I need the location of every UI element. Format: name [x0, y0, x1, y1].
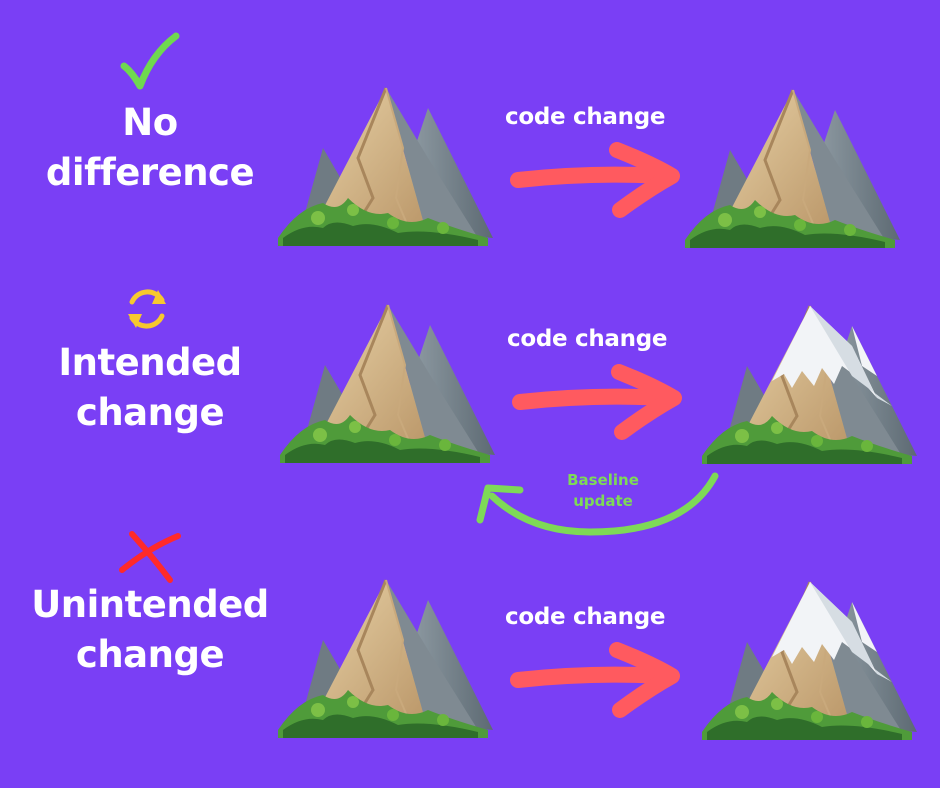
code-change-label: code change [505, 604, 666, 630]
label-line1: Unintended [31, 583, 269, 626]
code-change-label: code change [505, 104, 666, 130]
row-label-intended-change: Intended change [40, 338, 260, 438]
red-arrow-icon [510, 642, 680, 718]
label-line2: change [75, 391, 225, 434]
snow-capped-mountain-icon [702, 306, 912, 464]
mountain-icon [683, 88, 902, 250]
label-line2: difference [45, 151, 255, 194]
red-arrow-icon [510, 142, 680, 218]
baseline-line2: update [573, 492, 633, 510]
label-line1: No [122, 101, 178, 144]
mountain-icon [276, 86, 495, 248]
mountain-icon [276, 578, 495, 740]
code-change-label: code change [507, 326, 668, 352]
baseline-line1: Baseline [567, 471, 639, 489]
row-label-unintended-change: Unintended change [30, 580, 270, 680]
cross-icon [119, 531, 181, 583]
label-line2: change [75, 633, 225, 676]
check-icon [120, 32, 180, 90]
snow-capped-mountain-icon [702, 582, 912, 740]
baseline-update-arrow-icon [476, 472, 719, 536]
label-line1: Intended [58, 341, 242, 384]
refresh-icon [128, 289, 166, 329]
baseline-update-label: Baseline update [548, 470, 658, 512]
mountain-icon [278, 303, 497, 465]
row-label-no-difference: No difference [40, 98, 260, 198]
red-arrow-icon [512, 364, 682, 440]
